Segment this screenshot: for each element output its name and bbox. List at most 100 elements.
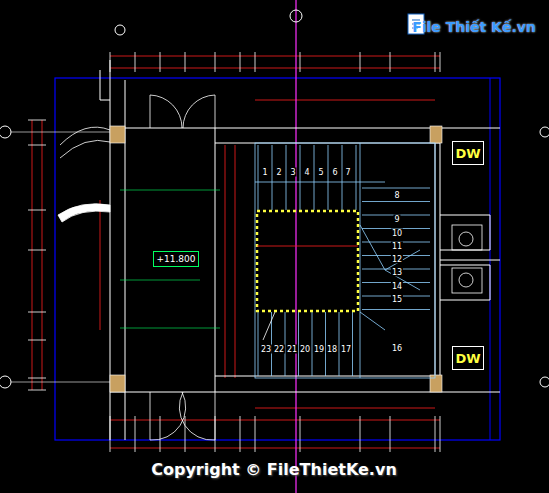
step-number: 12 bbox=[391, 255, 403, 264]
dimension-ticks-stroke bbox=[135, 416, 136, 452]
walls-stroke bbox=[440, 128, 500, 129]
dimension-ticks-stroke bbox=[440, 52, 441, 72]
columns-stroke bbox=[430, 126, 442, 143]
stair-treads-stroke bbox=[362, 201, 430, 202]
dimension-ticks-stroke bbox=[215, 52, 216, 72]
stair-treads-stroke bbox=[300, 145, 301, 210]
axis-line-stroke bbox=[295, 0, 296, 493]
axis-line-stroke bbox=[0, 126, 11, 138]
doors-stroke bbox=[150, 392, 215, 440]
sinks bbox=[452, 225, 482, 293]
axis-line-stroke bbox=[11, 382, 120, 383]
fixture-box: DW bbox=[452, 346, 484, 370]
dimension-ticks-stroke bbox=[360, 52, 361, 72]
columns-stroke bbox=[110, 126, 125, 143]
step-number: 10 bbox=[391, 229, 403, 238]
dimension-lines-stroke bbox=[110, 448, 440, 449]
walls-stroke bbox=[110, 392, 440, 393]
stair-treads bbox=[258, 145, 430, 376]
step-number: 3 bbox=[289, 168, 296, 177]
watermark: Copyright © FileThietKe.vn bbox=[151, 460, 397, 479]
stair-treads-stroke bbox=[258, 145, 259, 210]
step-number: 9 bbox=[393, 215, 400, 224]
outer-frame-stroke bbox=[490, 78, 491, 440]
step-number: 20 bbox=[299, 345, 311, 354]
doors-stroke bbox=[150, 95, 215, 128]
walls-stroke bbox=[100, 70, 110, 100]
node-text: DW bbox=[455, 351, 480, 366]
stair-treads-stroke bbox=[352, 312, 353, 376]
room-lines-stroke bbox=[120, 280, 200, 281]
dimension-lines-stroke bbox=[110, 68, 440, 69]
stair-treads-stroke bbox=[272, 145, 273, 210]
step-number: 14 bbox=[391, 282, 403, 291]
dimension-ticks-stroke bbox=[135, 52, 136, 72]
axis-line-stroke bbox=[0, 376, 11, 388]
step-number: 4 bbox=[303, 168, 310, 177]
room-lines-stroke bbox=[120, 190, 220, 191]
axis-line-stroke bbox=[290, 10, 302, 22]
dimension-ticks-stroke bbox=[185, 52, 186, 72]
stair-void bbox=[257, 211, 358, 340]
dimension-ticks-stroke bbox=[28, 390, 46, 391]
outer-frame-stroke bbox=[55, 78, 500, 440]
logo-text: File Thiết Kế.vn bbox=[412, 19, 536, 35]
walls-stroke bbox=[440, 215, 490, 250]
step-number: 17 bbox=[340, 345, 352, 354]
step-number: 18 bbox=[326, 345, 338, 354]
walls-stroke bbox=[110, 128, 440, 129]
dimension-lines-stroke bbox=[255, 408, 435, 409]
stair-outline-stroke bbox=[255, 182, 385, 183]
walls bbox=[100, 60, 500, 440]
stair-void-stroke bbox=[263, 312, 275, 340]
fixture-box: DW bbox=[452, 141, 484, 165]
step-number: 16 bbox=[391, 344, 403, 353]
dimension-ticks-stroke bbox=[390, 52, 391, 72]
dimension-ticks-stroke bbox=[255, 416, 256, 452]
doors bbox=[58, 95, 215, 440]
stair-outline-stroke bbox=[255, 143, 435, 378]
dimension-ticks-stroke bbox=[160, 416, 161, 452]
step-number: 23 bbox=[260, 345, 272, 354]
dimension-ticks-stroke bbox=[28, 120, 46, 121]
level-tag: +11.800 bbox=[153, 251, 199, 267]
stair-outline bbox=[255, 143, 435, 378]
stair-treads-stroke bbox=[362, 188, 430, 189]
dimension-lines-stroke bbox=[42, 120, 43, 390]
node-text: +11.800 bbox=[156, 254, 195, 264]
room-lines bbox=[120, 190, 220, 328]
dimension-ticks-stroke bbox=[360, 416, 361, 452]
sinks-stroke bbox=[452, 225, 482, 250]
step-number: 21 bbox=[286, 345, 298, 354]
step-number: 19 bbox=[313, 345, 325, 354]
stair-outline-stroke bbox=[360, 143, 361, 378]
stair-treads-stroke bbox=[356, 145, 357, 210]
sinks-stroke bbox=[459, 273, 473, 287]
step-number: 11 bbox=[391, 242, 403, 251]
stair-treads-stroke bbox=[258, 312, 259, 376]
step-number: 7 bbox=[344, 168, 351, 177]
doors-stroke bbox=[60, 127, 110, 158]
walls-stroke bbox=[440, 392, 500, 393]
dimension-ticks-stroke bbox=[28, 250, 46, 251]
step-number: 15 bbox=[391, 295, 403, 304]
dimension-ticks-stroke bbox=[28, 340, 46, 341]
stair-outline-stroke bbox=[360, 225, 420, 290]
columns-stroke bbox=[430, 375, 442, 392]
sinks-stroke bbox=[452, 268, 482, 293]
dimension-lines-stroke bbox=[255, 100, 435, 101]
dimension-ticks-stroke bbox=[390, 416, 391, 452]
dimension-ticks-stroke bbox=[28, 145, 46, 146]
dimension-lines-stroke bbox=[225, 145, 226, 378]
dimension-ticks-stroke bbox=[300, 52, 301, 72]
dimension-lines-stroke bbox=[110, 420, 440, 421]
dimension-ticks-stroke bbox=[255, 52, 256, 72]
stair-treads-stroke bbox=[342, 145, 343, 210]
dimension-ticks-stroke bbox=[28, 210, 46, 211]
dimension-ticks-stroke bbox=[435, 416, 436, 452]
dimension-ticks-stroke bbox=[160, 52, 161, 72]
dimension-ticks-stroke bbox=[300, 416, 301, 452]
stair-outline-stroke bbox=[360, 312, 385, 330]
